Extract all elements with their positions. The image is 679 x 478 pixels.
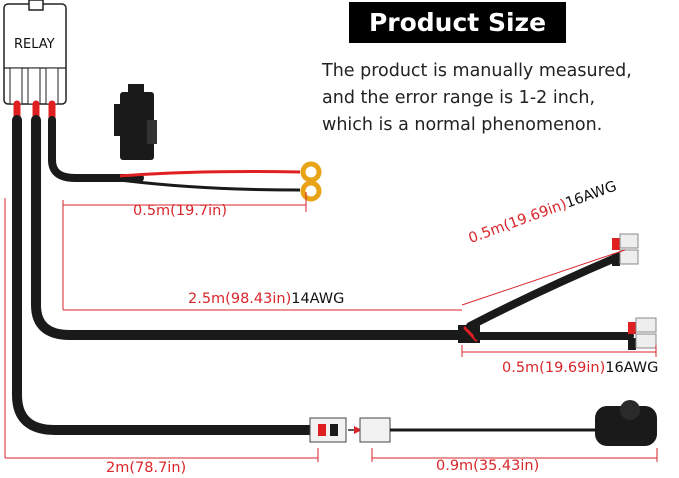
y-split [458,233,657,350]
page-title: Product Size [349,2,566,43]
switch-assembly [309,400,657,446]
ring-terminal-positive [300,161,322,183]
fuse-holder [114,84,322,202]
note-line: which is a normal phenomenon. [322,115,603,135]
measurement-lines [4,192,658,462]
switch-lead-measurement: 2m(78.7in) [106,460,186,476]
lower-branch-measurement: 0.5m(19.69in)16AWG [502,360,658,376]
switch-lead-length: 2m(78.7in) [106,460,187,476]
ring-terminal-negative [300,180,322,202]
main-harness-measurement: 2.5m(98.43in)14AWG [188,291,344,307]
note-line: The product is manually measured, [322,61,632,81]
switch-cable-measurement: 0.9m(35.43in) [436,458,539,474]
relay-wires [12,100,467,435]
main-harness-gauge: 14AWG [291,291,345,307]
lower-branch-gauge: 16AWG [605,360,659,376]
lower-branch-length: 0.5m(19.69in) [502,360,606,376]
relay-label: RELAY [14,37,55,52]
fuse-lead-length: 0.5m(19.7in) [133,203,228,219]
main-harness-length: 2.5m(98.43in) [188,291,292,307]
relay [3,0,67,105]
note-line: and the error range is 1-2 inch, [322,88,596,108]
switch-cable-length: 0.9m(35.43in) [436,458,540,474]
fuse-lead-measurement: 0.5m(19.7in) [133,203,227,219]
measurement-note: The product is manually measured, and th… [322,58,672,139]
